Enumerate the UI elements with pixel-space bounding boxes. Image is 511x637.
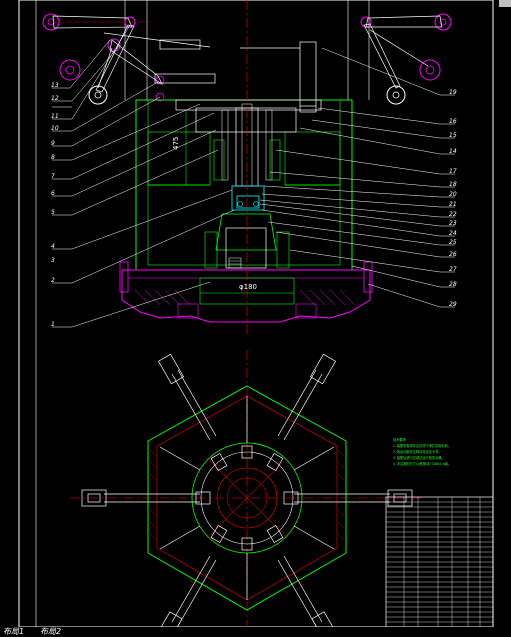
callout-9: 9: [51, 140, 55, 147]
callouts-right: 19 16 15 14 17 18 20 21 22 23 24 25 26 2…: [449, 89, 457, 308]
layout-tab-2[interactable]: 布局2: [40, 627, 62, 636]
callout-19: 19: [449, 89, 457, 96]
callout-28: 28: [449, 281, 457, 288]
callout-18: 18: [449, 181, 457, 188]
callout-11: 11: [51, 113, 59, 120]
layout-tab-bar: 布局1 布局2: [0, 627, 511, 637]
notes-line-1: 1.装配前各零件应清洗干净并去除毛刺。: [393, 443, 451, 448]
callout-13: 13: [51, 82, 59, 89]
callout-14: 14: [449, 148, 457, 155]
callout-25: 25: [449, 239, 457, 246]
callout-3: 3: [51, 257, 55, 264]
notes-line-4: 4.未注明的尺寸公差按GB/T1804-m级。: [393, 461, 451, 466]
plan-view: [70, 350, 425, 637]
callout-leaders: [52, 24, 455, 328]
callout-6: 6: [51, 190, 55, 197]
viewport-control-button[interactable]: [499, 0, 511, 7]
right-linkage: [240, 13, 452, 113]
callout-7: 7: [51, 173, 55, 180]
notes-line-3: 3.装配后进行空载试运行检查合格。: [393, 455, 445, 460]
notes-title: 技术要求: [393, 437, 407, 442]
callout-27: 27: [449, 266, 457, 273]
drawing-frame: [18, 0, 494, 628]
svg-text:475: 475: [172, 137, 180, 150]
callout-24: 24: [449, 230, 457, 237]
callout-23: 23: [449, 220, 457, 227]
callout-20: 20: [449, 191, 457, 198]
callout-1: 1: [51, 321, 55, 328]
callout-8: 8: [51, 154, 55, 161]
callout-10: 10: [51, 125, 59, 132]
technical-notes: 技术要求 1.装配前各零件应清洗干净并去除毛刺。 2.各运动部件应转动灵活无卡滞…: [393, 437, 451, 466]
callout-4: 4: [51, 243, 55, 250]
dimension-phi180: φ180: [239, 283, 257, 291]
callouts-left: 13 12 11 10 9 8 7 6 5 4 3 2 1: [51, 82, 59, 328]
callout-29: 29: [449, 301, 457, 308]
layout-tab-1[interactable]: 布局1: [3, 627, 25, 636]
front-section-view: 475: [119, 0, 373, 335]
notes-line-2: 2.各运动部件应转动灵活无卡滞。: [393, 449, 441, 454]
callout-22: 22: [449, 211, 457, 218]
callout-21: 21: [449, 201, 457, 208]
callout-26: 26: [449, 251, 457, 258]
left-linkage: [42, 13, 216, 105]
callout-15: 15: [449, 132, 457, 139]
parts-table: [385, 496, 494, 628]
callout-17: 17: [449, 168, 457, 175]
callout-16: 16: [449, 118, 457, 125]
callout-2: 2: [51, 277, 55, 284]
callout-5: 5: [51, 209, 55, 216]
callout-12: 12: [51, 95, 59, 102]
